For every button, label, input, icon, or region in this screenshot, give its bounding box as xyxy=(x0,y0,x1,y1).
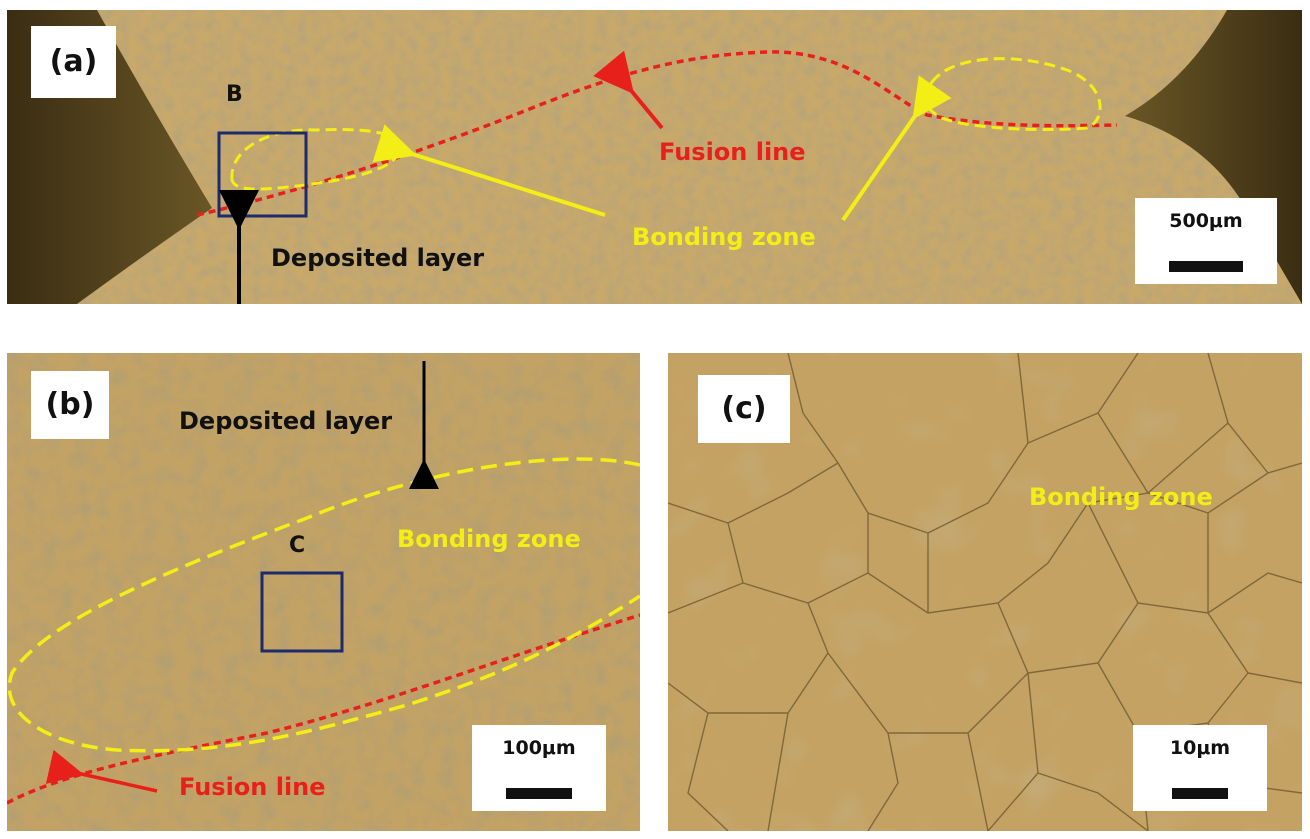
panel-a: (a) B Fusion line Bonding zone Deposited… xyxy=(7,10,1302,304)
region-box-c xyxy=(260,571,344,653)
fusion-line-a xyxy=(196,50,1118,217)
bonding-zone-outline-b xyxy=(7,457,640,753)
panel-b-micrograph xyxy=(7,353,640,831)
deposited-layer-label-b: Deposited layer xyxy=(179,407,393,435)
bonding-arrow-right xyxy=(841,75,952,222)
scale-bar-line-c xyxy=(1172,788,1228,799)
scale-bar-a: 500μm xyxy=(1135,198,1277,284)
bonding-arrow-left xyxy=(372,124,606,217)
panel-a-tag: (a) xyxy=(31,26,116,98)
scale-bar-b: 100μm xyxy=(472,725,606,811)
grain-boundaries xyxy=(668,353,1302,831)
fusion-line-arrow-b xyxy=(45,749,158,793)
bonding-zone-label-b: Bonding zone xyxy=(397,525,581,553)
deposited-layer-label-a: Deposited layer xyxy=(271,244,485,272)
fusion-line-label-b: Fusion line xyxy=(179,773,326,801)
panel-b-tag: (b) xyxy=(31,371,109,439)
panel-b: (b) Deposited layer Bonding zone C Fusio… xyxy=(7,353,640,831)
panel-a-micrograph xyxy=(7,10,1302,304)
box-c-label: C xyxy=(289,533,306,558)
panel-c-tag: (c) xyxy=(698,375,790,443)
fusion-line-arrow-a xyxy=(593,50,664,130)
scale-label-c: 10μm xyxy=(1169,737,1231,759)
scale-label-b: 100μm xyxy=(502,737,576,759)
fusion-line-label-a: Fusion line xyxy=(659,138,806,166)
scale-bar-line-b xyxy=(506,788,572,799)
bonding-zone-outline-right xyxy=(923,57,1102,132)
scale-bar-line-a xyxy=(1169,261,1243,272)
box-b-label: B xyxy=(226,82,243,107)
fusion-line-b xyxy=(7,613,640,805)
scale-bar-c: 10μm xyxy=(1133,725,1267,811)
panel-c: (c) Bonding zone 10μm xyxy=(668,353,1302,831)
scale-label-a: 500μm xyxy=(1169,210,1243,232)
bonding-zone-outline-left xyxy=(230,128,401,191)
bonding-zone-label-a: Bonding zone xyxy=(632,223,816,251)
region-box-b xyxy=(217,131,308,218)
bonding-zone-label-c: Bonding zone xyxy=(1029,483,1213,511)
notch-right xyxy=(1125,10,1302,304)
